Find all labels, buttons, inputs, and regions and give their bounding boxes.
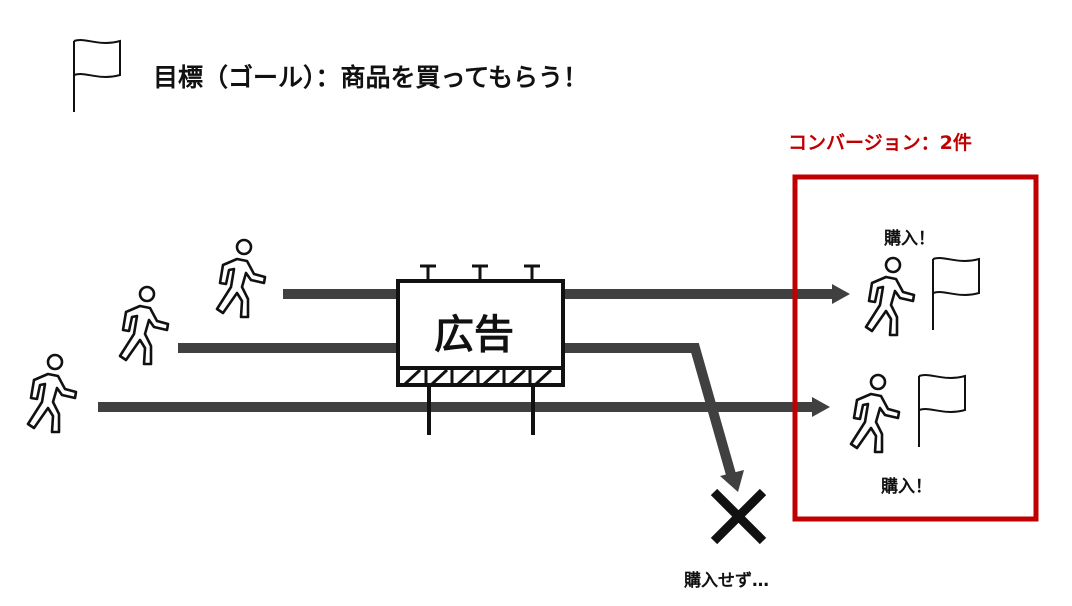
cross-icon	[710, 488, 767, 545]
person-walking-icon	[864, 256, 916, 337]
goal-flag-icon	[932, 257, 980, 331]
person-walking-icon	[849, 373, 901, 454]
purchase-label-bottom: 購入！	[881, 477, 932, 497]
person-walking-icon	[118, 285, 170, 366]
billboard-icon	[396, 264, 565, 435]
conversion-count-label: コンバージョン：2件	[788, 132, 972, 154]
path-line-2	[178, 343, 737, 480]
person-walking-icon	[26, 353, 78, 434]
arrowhead-2-icon	[720, 470, 744, 492]
goal-flag-icon	[73, 39, 121, 114]
person-walking-icon	[215, 238, 267, 319]
billboard-label: 広告	[434, 312, 514, 358]
purchase-label-top: 購入！	[884, 229, 935, 249]
arrowhead-1-icon	[832, 284, 850, 304]
page-title: 目標（ゴール）：商品を買ってもらう！	[153, 63, 589, 92]
arrowhead-3-icon	[812, 397, 830, 417]
goal-flag-icon	[918, 374, 966, 448]
conversion-box	[792, 174, 1039, 522]
no-purchase-label: 購入せず…	[684, 571, 769, 591]
